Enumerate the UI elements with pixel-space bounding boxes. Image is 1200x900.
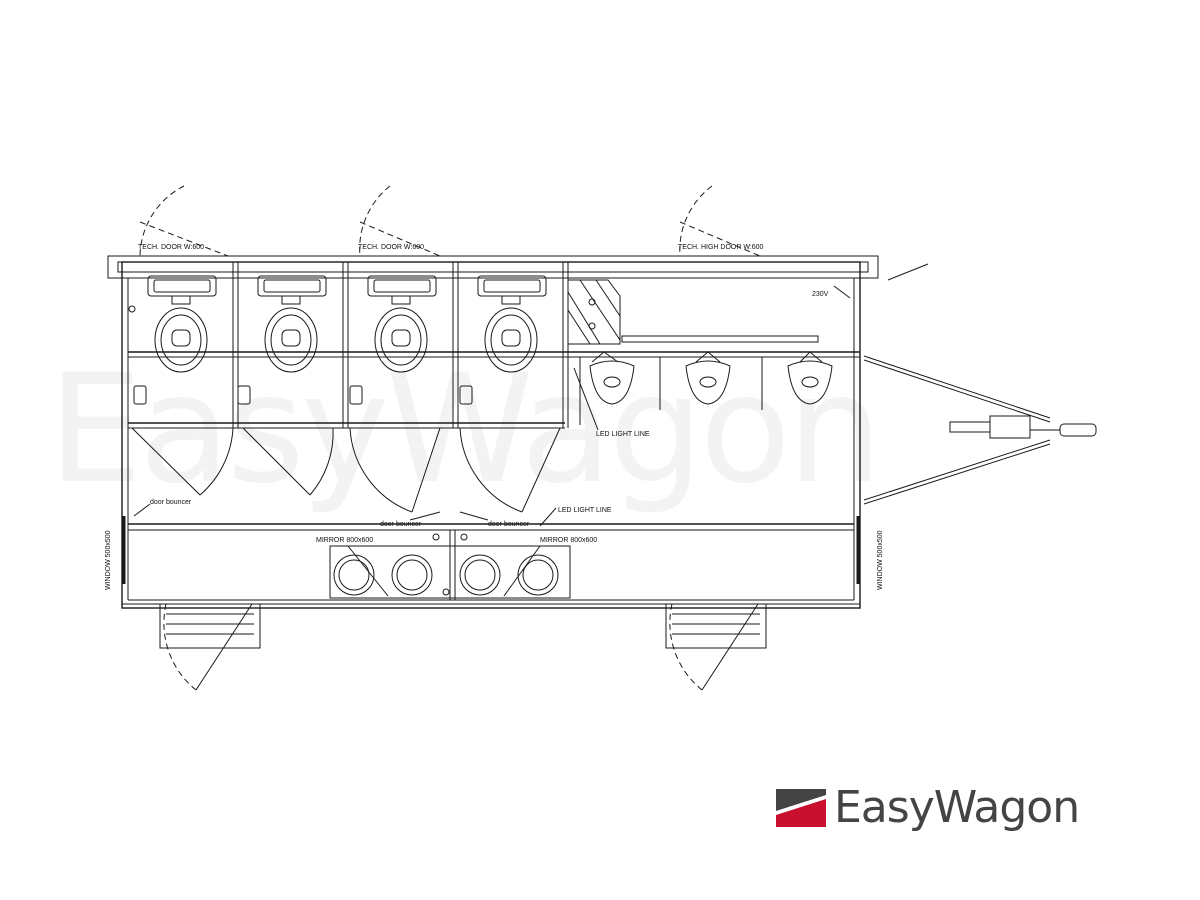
sink-counter [329, 530, 571, 600]
door-bouncer-label-3: door bouncer [488, 521, 530, 528]
tech-high-door-label: TECH. HIGH DOOR W:600 [678, 244, 764, 251]
tech-door-swings [139, 185, 761, 257]
cabin-partitions [128, 262, 860, 531]
mirror-label-2: MIRROR 800x600 [540, 537, 597, 544]
entry-door-swings [163, 603, 703, 691]
tech-door-label-2: TECH. DOOR W:600 [358, 244, 424, 251]
tech-room [567, 279, 851, 345]
voltage-label: 230V [812, 291, 829, 298]
led-light-line-label-2: LED LIGHT LINE [558, 507, 612, 514]
toilets [154, 295, 538, 373]
cisterns [147, 275, 547, 297]
tech-door-label-1: TECH. DOOR W:600 [138, 244, 204, 251]
entry-steps [159, 603, 767, 691]
watermark: EasyWagon [48, 343, 882, 517]
door-bouncer-label-1: door bouncer [150, 499, 192, 506]
cabin-door-swings [131, 427, 561, 513]
door-bouncer-label-2: door bouncer [380, 521, 422, 528]
outer-walls [107, 255, 879, 609]
leader-lines [133, 367, 599, 597]
urinals [579, 351, 833, 425]
brand-mark-icon [776, 789, 826, 827]
window-label-left: WINDOW 500x500 [105, 530, 112, 590]
mirror-label-1: MIRROR 800x600 [316, 537, 373, 544]
tow-bar [863, 263, 1097, 505]
window-label-right: WINDOW 500x500 [877, 530, 884, 590]
windows [122, 516, 860, 584]
paper-holders [128, 305, 473, 405]
led-light-line-label-1: LED LIGHT LINE [596, 431, 650, 438]
brand-name: EasyWagon [834, 782, 1080, 833]
brand-logo: EasyWagon [776, 782, 1080, 833]
